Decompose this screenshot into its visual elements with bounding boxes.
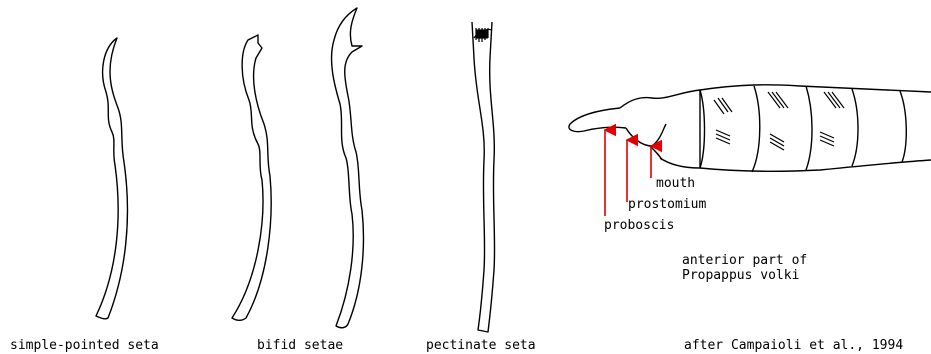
caption-pectinate-seta: pectinate seta <box>426 338 536 353</box>
label-proboscis: proboscis <box>604 218 674 233</box>
worm-caption-line2: Propappus volki <box>682 268 799 283</box>
pectinate-seta-drawing <box>472 22 495 332</box>
worm-setae-bundles <box>714 92 844 150</box>
worm-caption-line1: anterior part of <box>682 253 807 268</box>
simple-pointed-seta-drawing <box>96 38 127 319</box>
caption-credit: after Campaioli et al., 1994 <box>684 338 903 353</box>
bifid-seta-drawing-1 <box>232 35 271 320</box>
pectinate-comb <box>474 28 492 42</box>
worm-anterior-drawing <box>569 85 931 172</box>
bifid-seta-drawing-2 <box>332 8 364 328</box>
label-mouth: mouth <box>656 176 695 191</box>
label-prostomium: prostomium <box>628 197 706 212</box>
caption-bifid-setae: bifid setae <box>257 338 343 353</box>
caption-simple-pointed-seta: simple-pointed seta <box>10 338 159 353</box>
